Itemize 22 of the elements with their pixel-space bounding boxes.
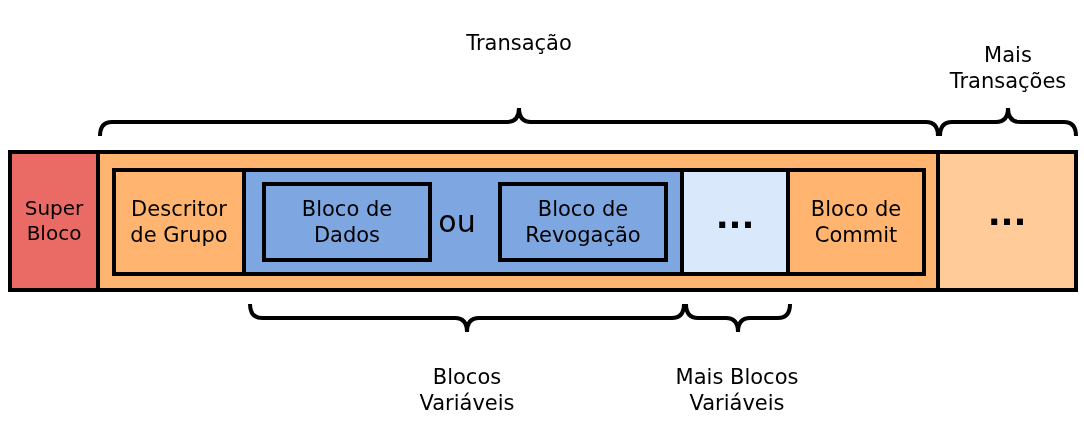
brace-label: Transação <box>465 30 573 57</box>
container-box <box>8 150 1078 292</box>
block-box <box>684 168 790 276</box>
ellipsis-text: ... <box>714 194 756 238</box>
block-box <box>790 168 926 276</box>
block-label: Descritor de Grupo <box>129 195 229 249</box>
brace-label: Blocos Variáveis <box>418 364 516 417</box>
block-label: Super Bloco <box>23 196 85 246</box>
block-label: Bloco de Revogação <box>524 195 642 249</box>
block-box <box>262 182 432 262</box>
block-label: Bloco de Dados <box>300 195 394 249</box>
block-box <box>112 168 246 276</box>
block-label: Bloco de Commit <box>809 195 903 249</box>
block-box <box>246 168 684 276</box>
block-box <box>498 182 668 262</box>
block-label: ou <box>437 203 477 241</box>
block-box <box>940 154 1074 288</box>
brace-label: Mais Transações <box>948 42 1068 95</box>
container-box <box>100 154 940 288</box>
block-box <box>12 154 100 288</box>
ellipsis-text: ... <box>986 191 1028 235</box>
brace-label: Mais Blocos Variáveis <box>674 364 800 417</box>
